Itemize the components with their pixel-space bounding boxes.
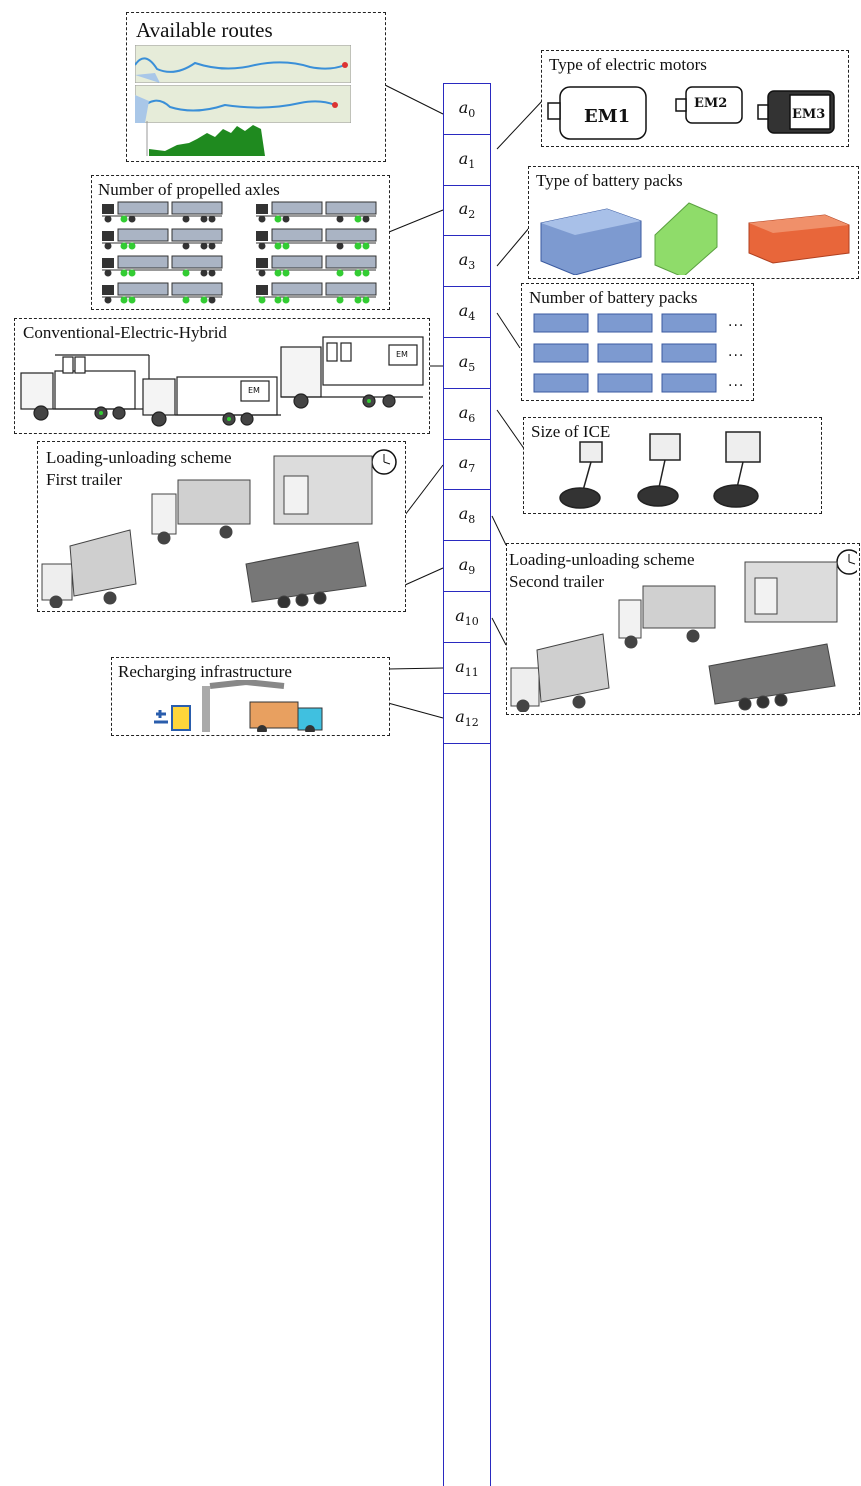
recharging-panel: Recharging infrastructure — [111, 657, 390, 736]
loading2-illustration — [510, 549, 857, 712]
loading1-illustration — [41, 449, 397, 608]
node-a3-label: a3 — [458, 250, 476, 273]
node-a0: a0 — [443, 83, 491, 135]
hybrid-panel: Conventional-Electric-Hybrid — [14, 318, 430, 434]
loading2-subtitle: Second trailer — [509, 572, 604, 591]
node-a5: a5 — [443, 337, 491, 389]
node-a5-label: a5 — [458, 351, 476, 374]
routes-title: Available routes — [136, 18, 273, 42]
ice-title: Size of ICE — [531, 422, 611, 441]
loading1-title: Loading-unloading scheme — [46, 448, 232, 467]
battery-count-title: Number of battery packs — [529, 288, 698, 307]
node-a8: a8 — [443, 489, 491, 542]
node-a1: a1 — [443, 133, 491, 186]
motors-title: Type of electric motors — [549, 55, 707, 74]
hybrid-title: Conventional-Electric-Hybrid — [23, 323, 227, 342]
node-a6: a6 — [443, 387, 491, 440]
hybrid-em-label-2: EM — [396, 350, 408, 359]
axles-title: Number of propelled axles — [98, 180, 280, 199]
axle-trucks-illustration — [101, 201, 377, 304]
battery-types-illustration — [540, 202, 850, 275]
motor-em2-label: EM2 — [694, 96, 728, 111]
hybrid-em-label-1: EM — [248, 386, 260, 395]
loading1-panel: Loading-unloading scheme First trailer — [37, 441, 406, 612]
loading1-subtitle: First trailer — [46, 470, 123, 489]
loading2-panel: Loading-unloading scheme Second trailer — [506, 543, 860, 715]
motor-em3-label: EM3 — [792, 107, 826, 122]
node-a8-label: a8 — [458, 504, 476, 527]
node-a12: a12 — [443, 692, 491, 745]
battery-count-illustration — [533, 313, 717, 393]
hybrid-trucks-illustration — [20, 336, 424, 427]
battery-more-2: ... — [728, 344, 745, 360]
loading2-title: Loading-unloading scheme — [509, 550, 695, 569]
node-a0-label: a0 — [458, 97, 476, 120]
node-a1-label: a1 — [458, 148, 476, 171]
elevation-profile — [146, 121, 265, 156]
routes-panel: Available routes — [126, 12, 386, 162]
battery-more-1: ... — [728, 314, 745, 330]
battery-count-panel: Number of battery packs ... ... ... — [521, 283, 754, 401]
node-a6-label: a6 — [458, 402, 476, 425]
node-a7: a7 — [443, 438, 491, 491]
node-a9-label: a9 — [458, 554, 476, 578]
node-a11: a11 — [443, 641, 491, 694]
motors-illustration — [547, 86, 835, 140]
battery-types-panel: Type of battery packs — [528, 166, 859, 279]
route-map-1 — [135, 45, 351, 83]
node-a2: a2 — [443, 184, 491, 237]
node-a2-label: a2 — [458, 199, 476, 222]
node-column-tail — [443, 743, 491, 1486]
node-a7-label: a7 — [458, 453, 476, 476]
ice-panel: Size of ICE — [523, 417, 822, 514]
node-a12-label: a12 — [455, 707, 479, 730]
node-a3: a3 — [443, 235, 491, 288]
node-a10: a10 — [443, 591, 491, 643]
node-a9: a9 — [443, 540, 491, 592]
motor-em1-label: EM1 — [584, 106, 631, 127]
recharging-title: Recharging infrastructure — [118, 662, 292, 681]
route-map-2 — [135, 85, 351, 123]
battery-types-title: Type of battery packs — [536, 171, 683, 190]
battery-more-3: ... — [728, 374, 745, 390]
ice-pistons-illustration — [559, 431, 761, 509]
recharging-illustration — [154, 680, 323, 732]
node-a4-label: a4 — [458, 300, 476, 324]
axles-panel: Number of propelled axles — [91, 175, 390, 310]
node-a10-label: a10 — [455, 605, 479, 628]
motors-panel: Type of electric motors EM1 EM2 EM3 — [541, 50, 849, 147]
node-a4: a4 — [443, 286, 491, 338]
node-a11-label: a11 — [455, 656, 479, 679]
